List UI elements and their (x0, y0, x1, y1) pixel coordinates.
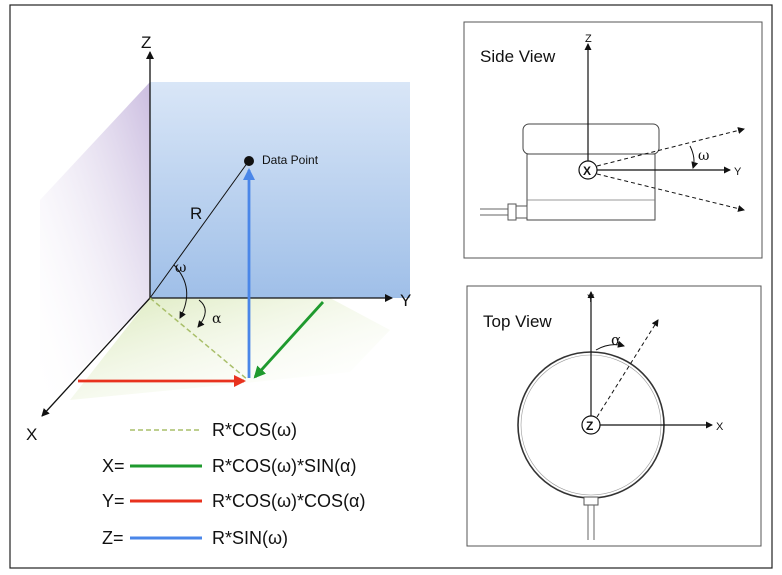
r-vector (149, 161, 249, 299)
x-component-vector (253, 301, 325, 379)
x-axis-label: X (26, 425, 37, 444)
legend-row: R*COS(ω) (130, 420, 297, 440)
top-view-title: Top View (483, 312, 552, 331)
top-cable (587, 505, 595, 540)
top-alpha-label: α (611, 331, 621, 349)
top-cable-connector (583, 496, 599, 506)
top-center-marker (581, 415, 601, 435)
y-axis-label: Y (400, 291, 411, 310)
cable-connector (507, 203, 517, 221)
legend-formula: R*SIN(ω) (212, 528, 288, 548)
cable-gland (515, 205, 528, 219)
top-alpha-arc (595, 340, 625, 351)
legend-formula: R*COS(ω) (212, 420, 297, 440)
side-upper-ray (596, 127, 745, 167)
xz-plane (40, 82, 150, 412)
side-center-label: X (583, 164, 591, 178)
top-view-panel: Top View Y X α Z (466, 285, 762, 547)
side-view-title: Side View (480, 47, 556, 66)
legend-row: X= R*COS(ω)*SIN(α) (102, 456, 356, 476)
legend-prefix: Y= (102, 491, 125, 511)
side-view-panel: Side View Z Y ω X (463, 21, 763, 259)
legend: R*COS(ω) X= R*COS(ω)*SIN(α) Y= R*COS(ω)*… (102, 420, 365, 548)
device-cable (480, 208, 508, 216)
side-lower-ray (596, 173, 745, 212)
alpha-arc (197, 299, 206, 328)
side-omega-arc (689, 145, 699, 169)
legend-row: Y= R*COS(ω)*COS(α) (102, 491, 365, 511)
xy-plane (70, 298, 390, 400)
side-y-label: Y (734, 166, 742, 178)
radius-label: R (190, 204, 202, 223)
data-point-label: Data Point (262, 153, 319, 167)
data-point-marker (244, 156, 254, 166)
main-diagram: Z Y X Data Point R ω α (26, 33, 411, 444)
r-cos-omega-projection (149, 297, 249, 381)
legend-row: Z= R*SIN(ω) (102, 528, 288, 548)
legend-prefix: Z= (102, 528, 124, 548)
side-center-marker (578, 160, 598, 180)
legend-formula: R*COS(ω)*COS(α) (212, 491, 365, 511)
top-y-label: Y (587, 293, 595, 305)
top-center-label: Z (586, 419, 593, 433)
z-axis-label: Z (141, 33, 151, 52)
device-top-cap (522, 123, 660, 155)
legend-prefix: X= (102, 456, 125, 476)
side-omega-label: ω (698, 148, 709, 164)
legend-formula: R*COS(ω)*SIN(α) (212, 456, 356, 476)
top-direction-ray (596, 319, 659, 418)
top-x-label: X (716, 421, 724, 433)
yz-plane (150, 82, 410, 298)
omega-label: ω (175, 260, 186, 276)
omega-arc (173, 264, 188, 319)
alpha-label: α (212, 311, 222, 327)
x-axis (41, 297, 151, 417)
side-z-label: Z (585, 33, 592, 45)
